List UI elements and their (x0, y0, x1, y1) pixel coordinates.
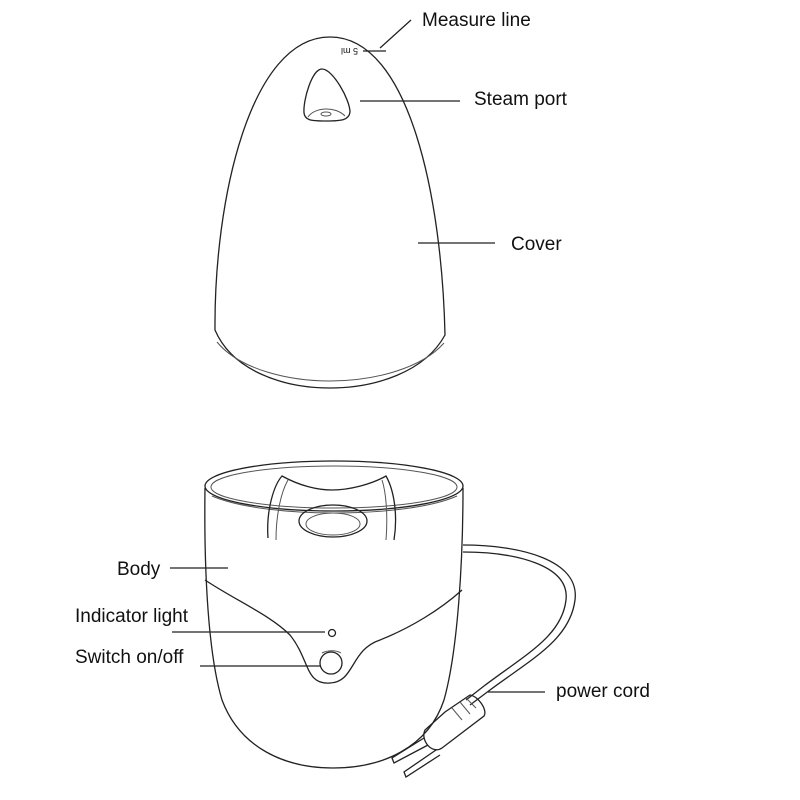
cover: 5 ml (214, 36, 446, 389)
measure-line-leader (379, 19, 412, 49)
label-cover: Cover (511, 234, 562, 255)
label-measure-line: Measure line (422, 10, 531, 31)
plug (423, 694, 486, 751)
label-power-cord: power cord (556, 681, 650, 702)
steam-port (303, 68, 351, 122)
label-body: Body (117, 559, 161, 580)
label-indicator-light: Indicator light (75, 606, 189, 627)
body (204, 460, 464, 769)
label-steam-port: Steam port (474, 89, 568, 110)
indicator-light (327, 628, 337, 638)
measure-marking-text: 5 ml (341, 46, 358, 56)
power-cord (391, 544, 576, 778)
label-switch: Switch on/off (75, 647, 184, 668)
switch-button[interactable] (319, 651, 343, 675)
